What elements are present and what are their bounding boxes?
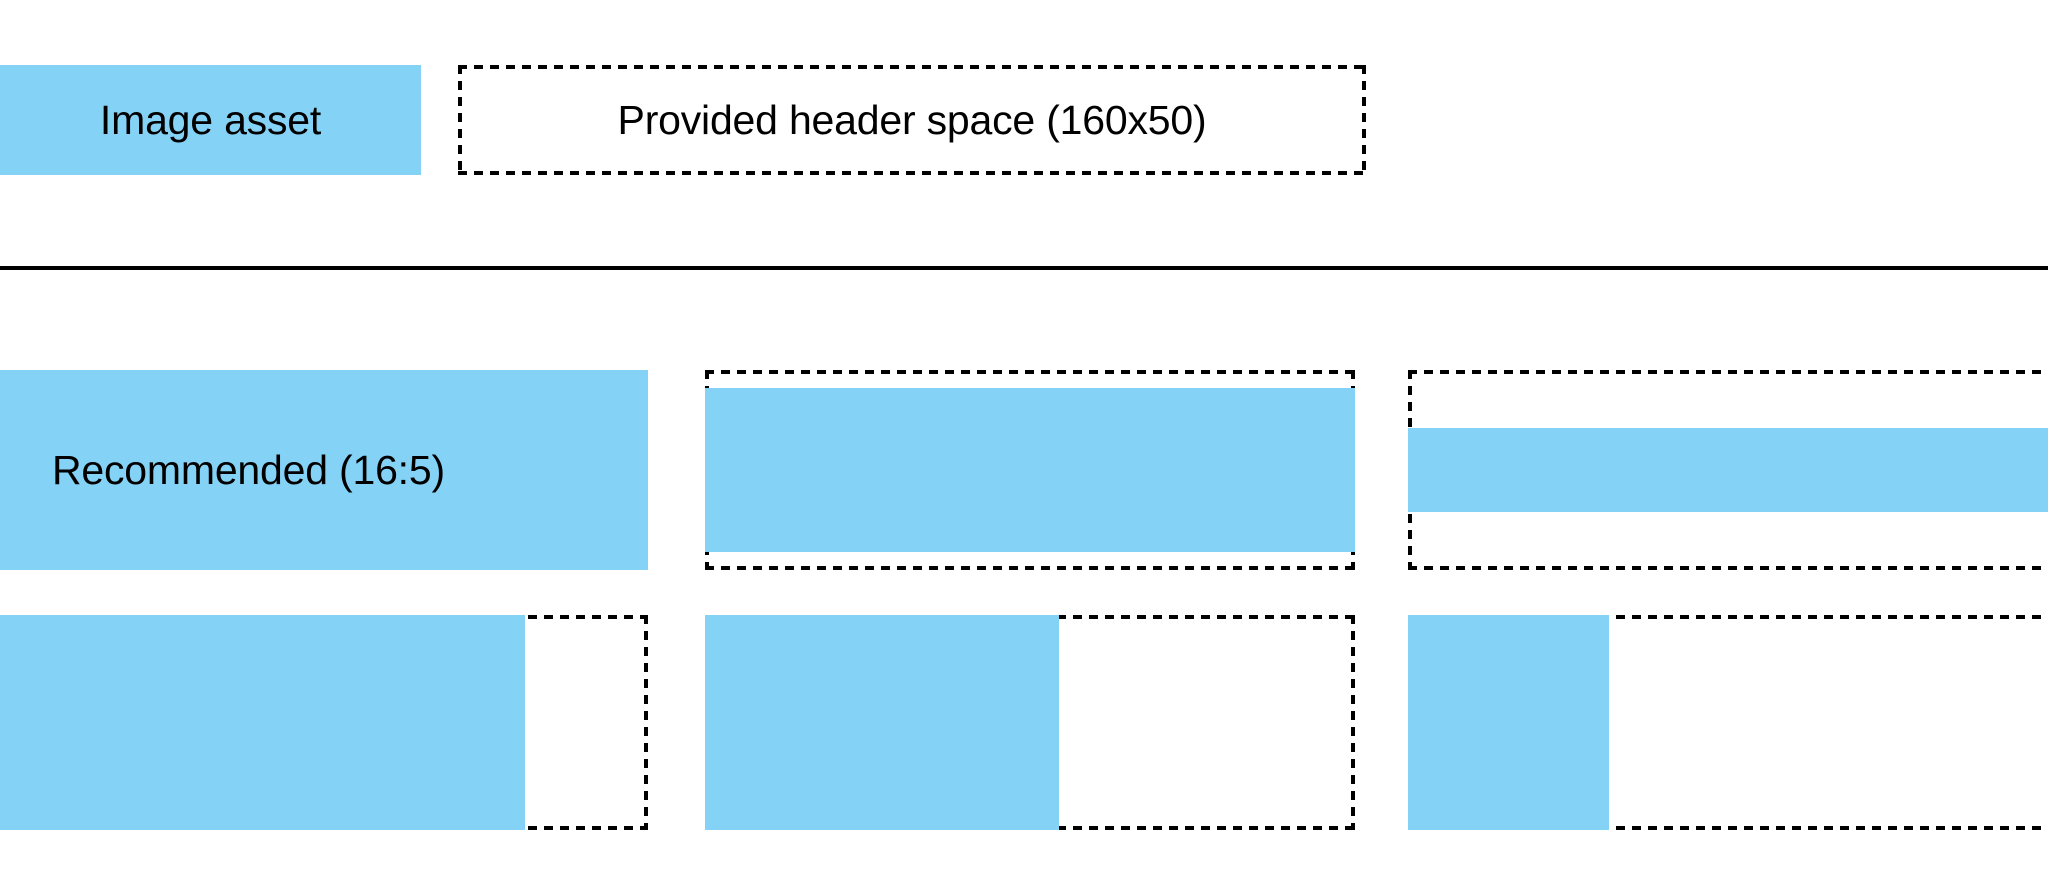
example-cell-row1-col3 [1408,370,2048,570]
example-cell-row2-col2 [705,615,1355,830]
section-divider [0,266,2048,270]
image-asset-swatch: Image asset [0,65,421,175]
legend-row: Image asset Provided header space (160x5… [0,65,2048,175]
image-fill-row1-col1 [0,370,648,570]
example-cell-row1-col2 [705,370,1355,570]
example-cell-row2-col3 [1408,615,2048,830]
image-fill-row2-col2 [705,615,1060,830]
aspect-ratio-examples-grid: Recommended (16:5) [0,370,2048,840]
image-fill-row1-col2 [705,388,1355,552]
image-fill-row1-col3 [1408,428,2048,512]
image-fill-row2-col1 [0,615,525,830]
image-asset-label: Image asset [99,96,322,143]
example-cell-row1-col1: Recommended (16:5) [0,370,648,570]
provided-header-space-label: Provided header space (160x50) [617,96,1207,143]
image-fill-row2-col3 [1408,615,1609,830]
example-cell-row2-col1 [0,615,648,830]
provided-header-space-box: Provided header space (160x50) [458,65,1366,175]
